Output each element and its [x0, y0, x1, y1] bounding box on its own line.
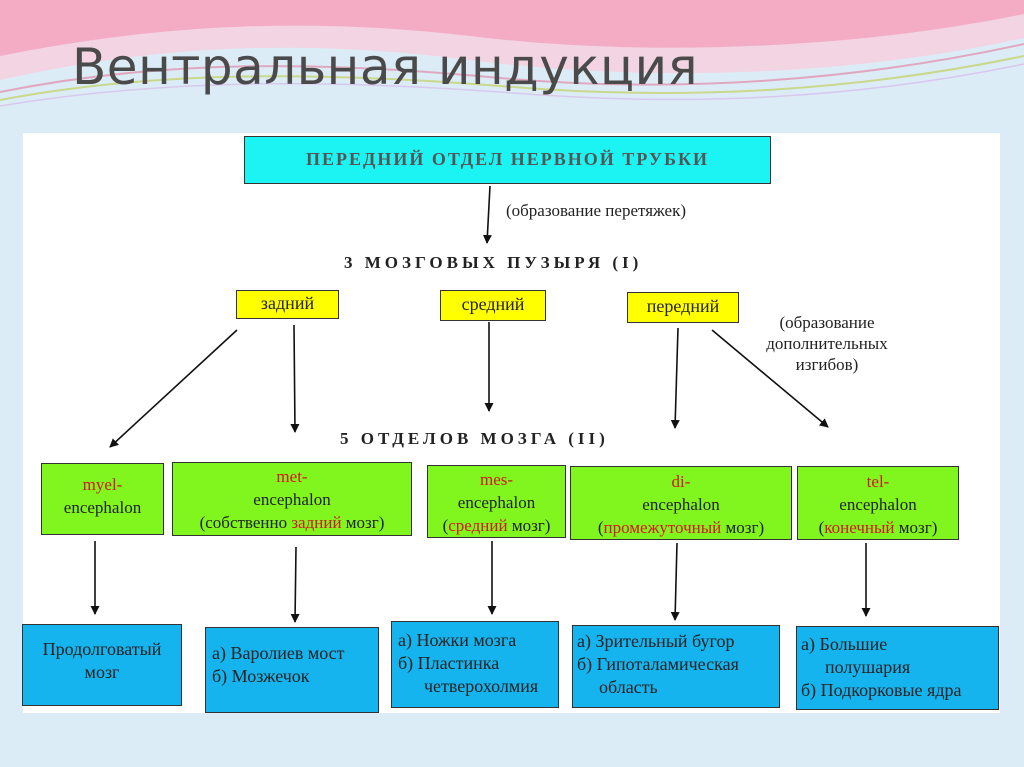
outcome-hemispheres: а) Большие полушария б) Подкорковые ядра: [796, 626, 999, 710]
outcome-thalamus: а) Зрительный бугор б) Гипоталамическая …: [572, 625, 780, 708]
outcome-pons-cerebellum: а) Варолиев мост б) Мозжечок: [205, 627, 379, 713]
section-mesencephalon: mes- encephalon (средний мозг): [427, 465, 566, 538]
constriction-note: (образование перетяжек): [506, 201, 687, 220]
slide-title: Вентральная индукция: [72, 38, 699, 96]
section-diencephalon: di- encephalon (промежуточный мозг): [570, 466, 792, 540]
vesicle-anterior: передний: [627, 292, 739, 323]
level1-heading: 3 МОЗГОВЫХ ПУЗЫРЯ (I): [344, 253, 643, 272]
level2-heading: 5 ОТДЕЛОВ МОЗГА (II): [340, 429, 609, 448]
outcome-medulla: Продолговатый мозг: [22, 624, 182, 706]
neural-tube-box: ПЕРЕДНИЙ ОТДЕЛ НЕРВНОЙ ТРУБКИ: [244, 136, 771, 184]
decorative-waves: [0, 0, 1024, 107]
section-telencephalon: tel- encephalon (конечный мозг): [797, 466, 959, 540]
bending-note: (образование дополнительных изгибов): [766, 313, 888, 374]
outcome-midbrain: а) Ножки мозга б) Пластинка четверохолми…: [391, 621, 559, 708]
section-metencephalon: met- encephalon (собственно задний мозг): [172, 462, 412, 536]
neural-tube-label: ПЕРЕДНИЙ ОТДЕЛ НЕРВНОЙ ТРУБКИ: [305, 149, 710, 169]
section-myelencephalon: myel- encephalon: [41, 463, 164, 535]
vesicle-posterior: задний: [236, 290, 339, 319]
vesicle-middle: средний: [440, 290, 546, 321]
